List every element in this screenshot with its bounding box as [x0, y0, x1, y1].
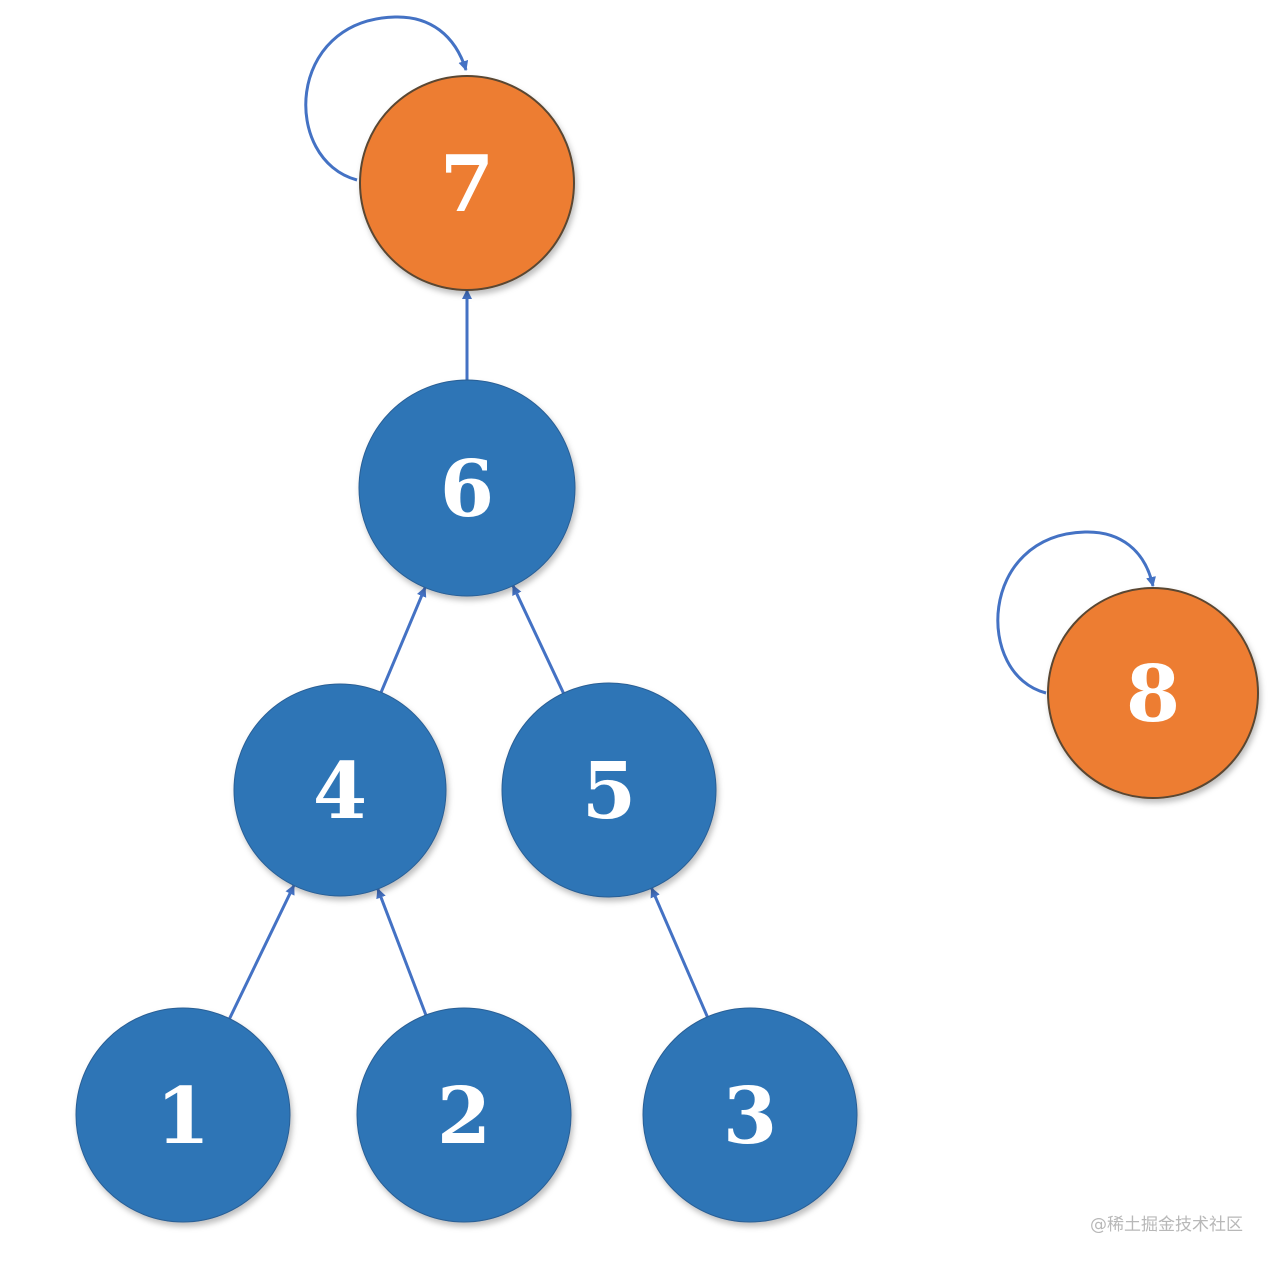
node-label-1: 1 — [156, 1071, 210, 1162]
node-label-5: 5 — [582, 746, 636, 837]
root-node-8: 8 — [1047, 587, 1259, 799]
node-2: 2 — [356, 1007, 572, 1223]
root-node-7: 7 — [359, 75, 575, 291]
edge-arrow-2-to-4 — [376, 888, 428, 1016]
node-circle-6 — [358, 379, 576, 597]
edge-arrow-3-to-5 — [650, 887, 709, 1018]
edge-arrow-5-to-6 — [511, 584, 565, 694]
node-circle-7 — [359, 75, 575, 291]
node-5: 5 — [501, 682, 717, 898]
node-circle-2 — [356, 1007, 572, 1223]
node-1: 1 — [75, 1007, 291, 1223]
nodes-layer: 1 2 3 4 5 6 7 8 — [75, 75, 1259, 1223]
node-circle-5 — [501, 682, 717, 898]
edges-layer — [228, 15, 1156, 1020]
node-circle-1 — [75, 1007, 291, 1223]
node-4: 4 — [233, 683, 447, 897]
node-circle-4 — [233, 683, 447, 897]
watermark: @稀土掘金技术社区 — [1090, 1215, 1243, 1235]
node-label-2: 2 — [437, 1071, 491, 1162]
edge-arrow-1-to-4 — [228, 884, 296, 1020]
node-label-4: 4 — [313, 746, 367, 837]
node-6: 6 — [358, 379, 576, 597]
self-loop-arrow-8 — [996, 530, 1156, 695]
node-label-8: 8 — [1126, 649, 1180, 740]
node-label-3: 3 — [723, 1071, 777, 1162]
node-circle-3 — [642, 1007, 858, 1223]
node-label-6: 6 — [440, 444, 494, 535]
edge-arrow-4-to-6 — [379, 586, 427, 693]
node-circle-8 — [1047, 587, 1259, 799]
self-loop-arrow-7 — [304, 15, 469, 182]
node-label-7: 7 — [440, 139, 494, 230]
node-3: 3 — [642, 1007, 858, 1223]
